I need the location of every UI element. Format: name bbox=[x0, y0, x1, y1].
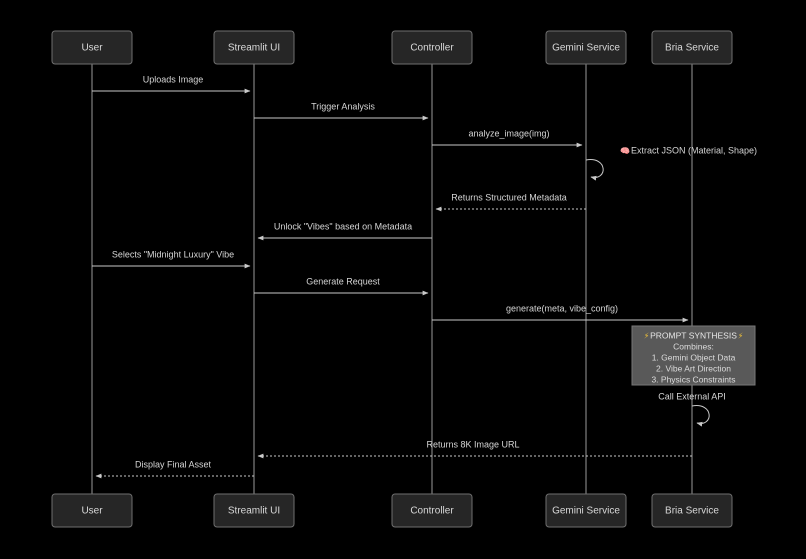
actor-label: Gemini Service bbox=[552, 43, 620, 54]
actor-box bbox=[545, 30, 627, 65]
message-label: Uploads Image bbox=[143, 74, 204, 84]
actor-label: User bbox=[81, 506, 103, 517]
message-m12[interactable]: Display Final Asset bbox=[95, 459, 254, 479]
message-label: Returns 8K Image URL bbox=[426, 439, 519, 449]
message-label: Returns Structured Metadata bbox=[451, 192, 567, 202]
note-background bbox=[631, 325, 756, 386]
self-loop-arrow bbox=[585, 159, 604, 181]
actor-gemini-bottom[interactable]: Gemini Service bbox=[545, 493, 627, 528]
actor-streamlit-top[interactable]: Streamlit UI bbox=[213, 30, 295, 65]
actor-box bbox=[213, 30, 295, 65]
actor-label: Streamlit UI bbox=[228, 506, 280, 517]
note-layer: ⚡PROMPT SYNTHESIS⚡ Combines:1. Gemini Obj… bbox=[631, 325, 756, 386]
note-line: 3. Physics Constraints bbox=[651, 374, 735, 384]
actor-controller-top[interactable]: Controller bbox=[391, 30, 473, 65]
actor-user-bottom[interactable]: User bbox=[51, 493, 133, 528]
message-label: Generate Request bbox=[306, 276, 380, 286]
lightning-bolt-icon-right: ⚡ bbox=[738, 332, 744, 341]
note-line: 1. Gemini Object Data bbox=[652, 352, 736, 362]
actor-label: Streamlit UI bbox=[228, 43, 280, 54]
message-m1[interactable]: Uploads Image bbox=[92, 74, 251, 94]
actor-controller-bottom[interactable]: Controller bbox=[391, 493, 473, 528]
message-m10[interactable]: Call External API bbox=[658, 391, 726, 427]
actor-bria-top[interactable]: Bria Service bbox=[651, 30, 733, 65]
message-m9[interactable]: generate(meta, vibe_config) bbox=[432, 303, 689, 323]
message-label: generate(meta, vibe_config) bbox=[506, 303, 618, 313]
actor-box bbox=[651, 493, 733, 528]
note-line: Combines: bbox=[673, 341, 714, 351]
message-m11[interactable]: Returns 8K Image URL bbox=[257, 439, 692, 459]
actor-label: Controller bbox=[410, 43, 454, 54]
actor-label: Controller bbox=[410, 506, 454, 517]
message-m5[interactable]: Returns Structured Metadata bbox=[435, 192, 586, 212]
message-m3[interactable]: analyze_image(img) bbox=[432, 128, 583, 148]
actor-label: Bria Service bbox=[665, 506, 719, 517]
message-m6[interactable]: Unlock "Vibes" based on Metadata bbox=[257, 221, 432, 241]
self-loop-arrow bbox=[691, 405, 710, 427]
message-m2[interactable]: Trigger Analysis bbox=[254, 101, 429, 121]
lifelines-layer bbox=[91, 64, 693, 494]
note-line: 2. Vibe Art Direction bbox=[656, 363, 731, 373]
message-m7[interactable]: Selects "Midnight Luxury" Vibe bbox=[92, 249, 251, 269]
actor-box bbox=[51, 30, 133, 65]
actor-box bbox=[545, 493, 627, 528]
lightning-bolt-icon-left: ⚡ bbox=[644, 332, 650, 341]
actor-streamlit-bottom[interactable]: Streamlit UI bbox=[213, 493, 295, 528]
brain-icon: 🧠 bbox=[620, 147, 630, 156]
note-title: PROMPT SYNTHESIS bbox=[650, 330, 737, 340]
actor-user-top[interactable]: User bbox=[51, 30, 133, 65]
message-label: Selects "Midnight Luxury" Vibe bbox=[112, 249, 234, 259]
message-label: Call External API bbox=[658, 391, 726, 401]
note-prompt-synthesis[interactable]: ⚡PROMPT SYNTHESIS⚡ Combines:1. Gemini Obj… bbox=[631, 325, 756, 386]
actor-box bbox=[391, 30, 473, 65]
actor-label: Bria Service bbox=[665, 43, 719, 54]
message-label: Unlock "Vibes" based on Metadata bbox=[274, 221, 412, 231]
actor-label: Gemini Service bbox=[552, 506, 620, 517]
message-m4[interactable]: 🧠Extract JSON (Material, Shape) bbox=[585, 145, 757, 181]
actors-top-layer: User Streamlit UI Controller Gemini Service… bbox=[51, 30, 733, 65]
actor-box bbox=[213, 493, 295, 528]
actor-box bbox=[51, 493, 133, 528]
message-m8[interactable]: Generate Request bbox=[254, 276, 429, 296]
message-label: analyze_image(img) bbox=[468, 128, 549, 138]
actor-bria-bottom[interactable]: Bria Service bbox=[651, 493, 733, 528]
actors-bottom-layer: User Streamlit UI Controller Gemini Service… bbox=[51, 493, 733, 528]
actor-box bbox=[651, 30, 733, 65]
actor-label: User bbox=[81, 43, 103, 54]
message-label: Extract JSON (Material, Shape) bbox=[631, 145, 757, 155]
actor-box bbox=[391, 493, 473, 528]
actor-gemini-top[interactable]: Gemini Service bbox=[545, 30, 627, 65]
message-label: Trigger Analysis bbox=[311, 101, 375, 111]
message-label: Display Final Asset bbox=[135, 459, 212, 469]
